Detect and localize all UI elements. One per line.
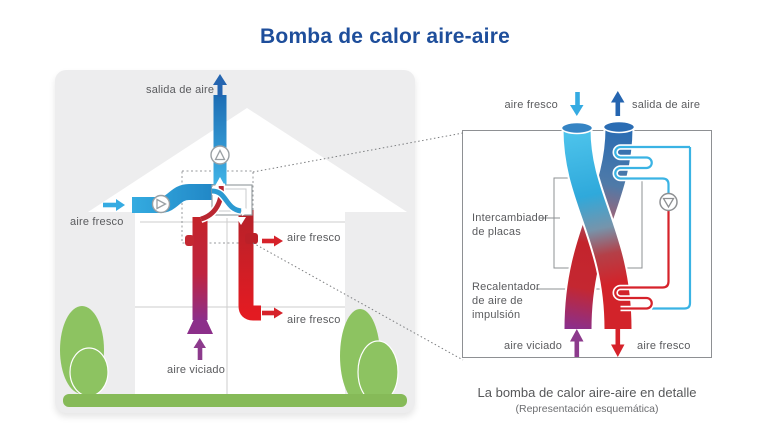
label-recalentador: Recalentador de aire de impulsión bbox=[472, 281, 540, 321]
detail-panel: aire fresco salida de aire Intercambiado… bbox=[462, 85, 712, 433]
label-detail-aire-fresco-top: aire fresco bbox=[504, 99, 558, 111]
bush-right bbox=[340, 309, 399, 404]
heat-exchanger-unit bbox=[199, 177, 253, 225]
label-intercambiador: Intercambiador de placas bbox=[472, 212, 549, 238]
exhaust-tube-cap bbox=[602, 120, 636, 134]
house-panel: salida de aire aire fresco aire fresco a… bbox=[55, 70, 415, 413]
pump-icon bbox=[659, 192, 678, 212]
house-graphic bbox=[60, 74, 407, 407]
detail-fresco-bottom-arrow bbox=[611, 329, 625, 357]
salida-arrow bbox=[213, 74, 227, 97]
detail-fresco-down-arrow bbox=[570, 92, 584, 116]
fan-icon bbox=[210, 145, 230, 165]
cold-coil bbox=[612, 144, 692, 310]
label-aire-fresco-room1: aire fresco bbox=[287, 232, 341, 244]
detail-caption-sub: (Representación esquemática) bbox=[515, 403, 659, 415]
detail-caption: La bomba de calor aire-aire en detalle bbox=[477, 385, 697, 400]
hot-coil bbox=[612, 211, 672, 312]
ground-strip bbox=[63, 394, 407, 407]
page-title: Bomba de calor aire-aire bbox=[260, 25, 510, 48]
fresh-tube-cap bbox=[560, 121, 594, 135]
detail-viciado-up-arrow bbox=[570, 329, 584, 357]
fan-icon bbox=[151, 194, 171, 214]
label-detail-aire-fresco-bottom: aire fresco bbox=[637, 340, 691, 352]
detail-salida-up-arrow bbox=[611, 91, 625, 116]
fresco-in-arrow bbox=[103, 199, 125, 211]
label-detail-salida: salida de aire bbox=[632, 99, 701, 111]
detail-graphic bbox=[536, 91, 692, 357]
label-aire-fresco-room2: aire fresco bbox=[287, 314, 341, 326]
label-aire-fresco-in: aire fresco bbox=[70, 216, 124, 228]
label-detail-aire-viciado: aire viciado bbox=[504, 340, 563, 352]
label-aire-viciado: aire viciado bbox=[167, 364, 226, 376]
label-salida-de-aire: salida de aire bbox=[146, 84, 215, 96]
supply-vent-stub bbox=[245, 233, 258, 244]
bush-left bbox=[60, 306, 109, 397]
intake-funnel bbox=[187, 319, 213, 334]
viciado-arrow bbox=[193, 338, 206, 360]
stale-vent-stub bbox=[185, 235, 194, 246]
house-roof bbox=[88, 108, 407, 212]
